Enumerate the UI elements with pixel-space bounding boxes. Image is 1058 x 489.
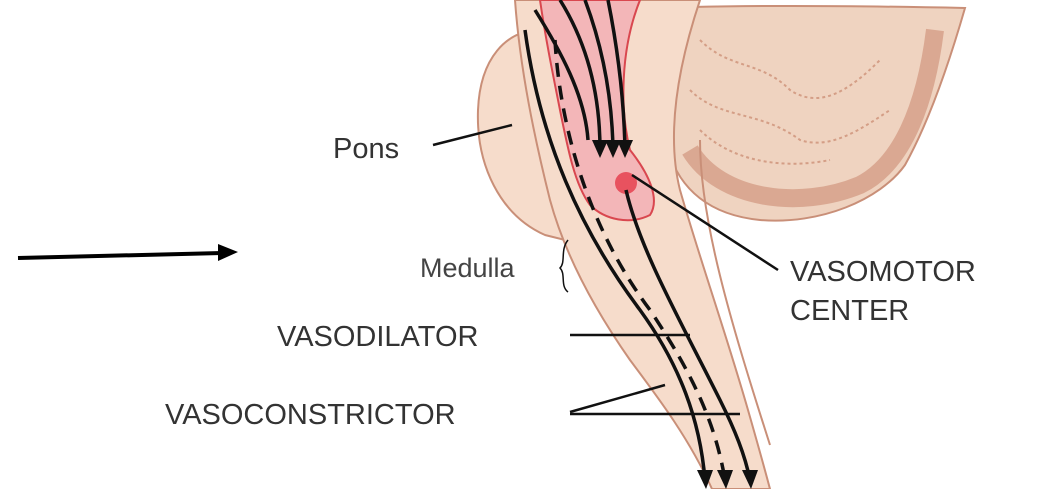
label-vasoconstrictor: VASOCONSTRICTOR bbox=[165, 399, 456, 431]
vasoconstrictor-leader-upper bbox=[570, 385, 665, 412]
label-pons: Pons bbox=[333, 133, 399, 165]
label-medulla: Medulla bbox=[420, 253, 516, 283]
label-vasomotor: VASOMOTOR bbox=[790, 256, 976, 288]
label-center: CENTER bbox=[790, 295, 909, 327]
label-vasodilator: VASODILATOR bbox=[277, 321, 478, 353]
pointer-arrow bbox=[18, 244, 238, 261]
